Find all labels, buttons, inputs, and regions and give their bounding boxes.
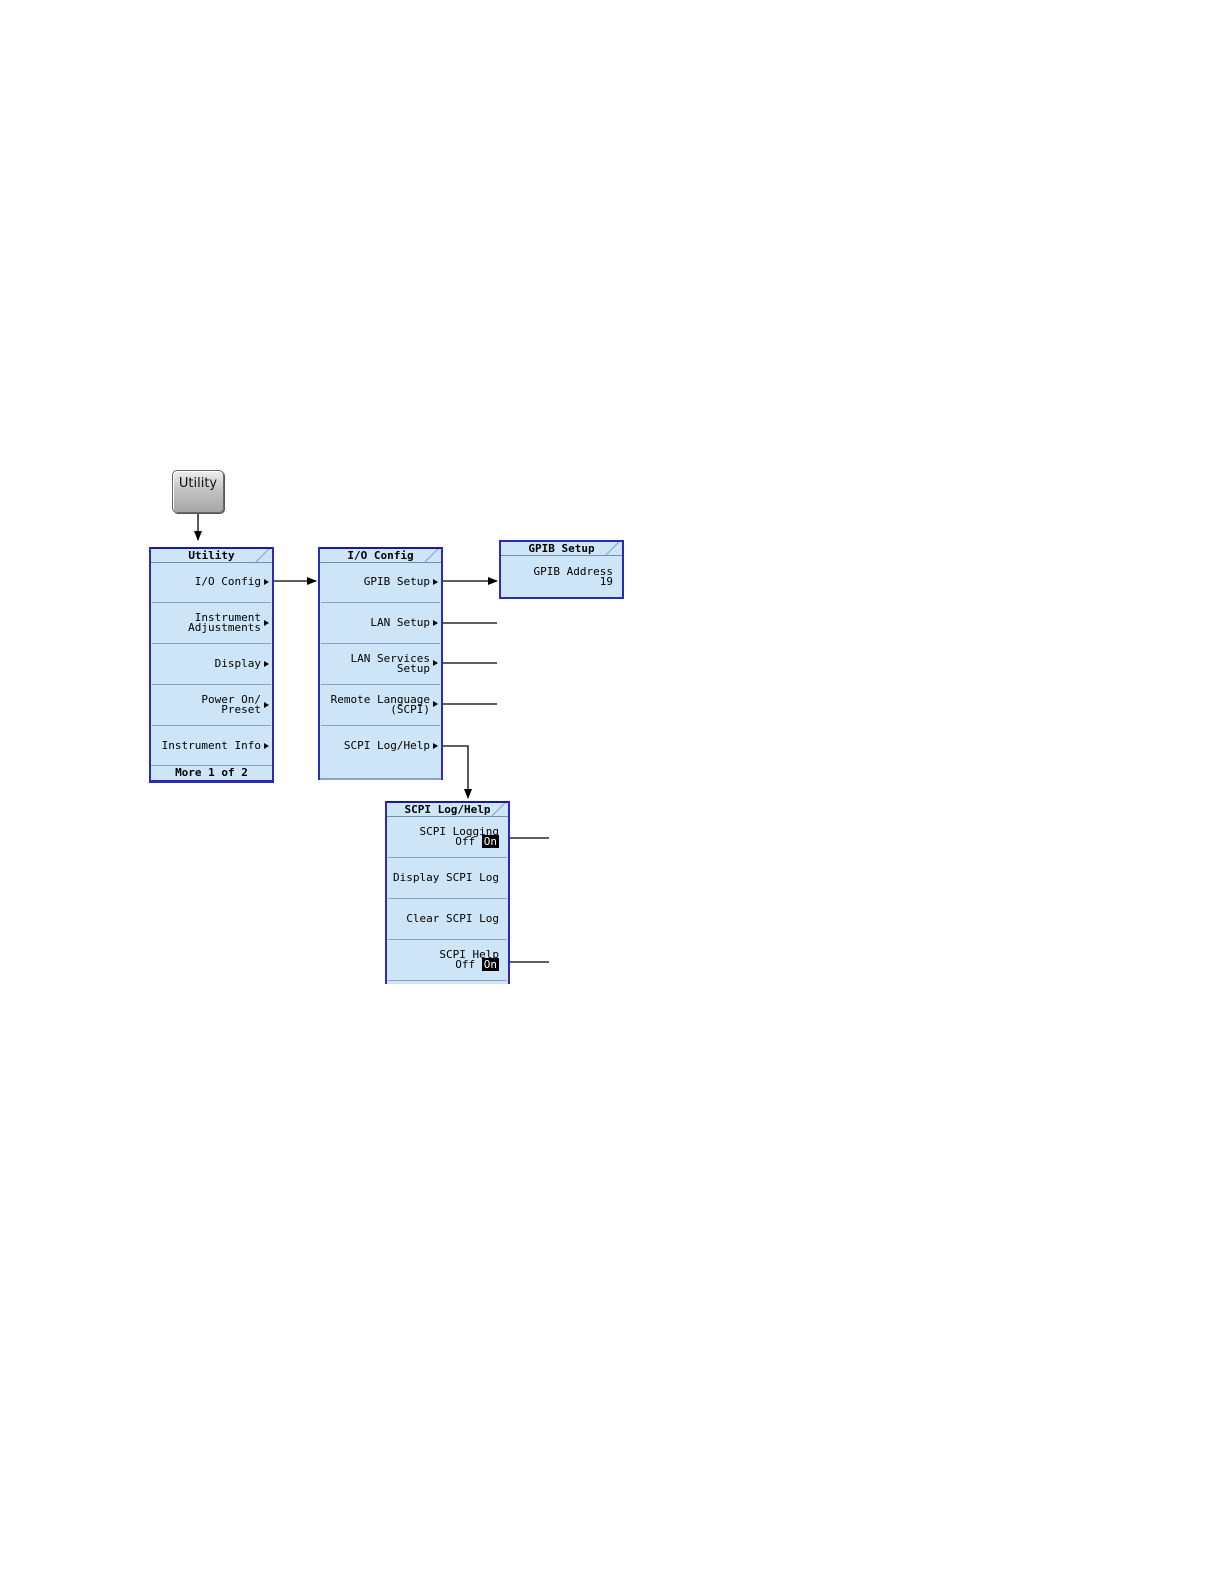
submenu-arrow-icon — [433, 620, 438, 626]
gpib-setup-menu-title: GPIB Setup — [501, 542, 622, 556]
softkey-lan-setup[interactable]: LAN Setup — [321, 603, 440, 644]
scpi-help-toggle: Off On — [455, 958, 499, 971]
softkey-clear-scpi-log[interactable]: Clear SCPI Log — [388, 899, 507, 940]
submenu-arrow-icon — [433, 743, 438, 749]
submenu-arrow-icon — [264, 702, 269, 708]
softkey-display-scpi-log-label: Display SCPI Log — [393, 871, 499, 884]
softkey-lan-services-setup-label: LAN Services Setup — [350, 652, 430, 675]
softkey-lan-setup-label: LAN Setup — [370, 616, 430, 629]
submenu-arrow-icon — [433, 660, 438, 666]
gpib-setup-menu: GPIB Setup GPIB Address 19 — [499, 540, 624, 599]
softkey-display[interactable]: Display — [152, 644, 271, 685]
scpi-logging-on: On — [481, 835, 499, 848]
softkey-scpi-logging-label: SCPI Logging — [419, 825, 499, 838]
submenu-arrow-icon — [264, 620, 269, 626]
scpi-log-help-menu-title: SCPI Log/Help — [387, 801, 508, 817]
utility-hardkey-label: Utility — [178, 476, 218, 491]
io-config-menu-title: I/O Config — [320, 547, 441, 563]
softkey-gpib-address[interactable]: GPIB Address 19 — [502, 556, 621, 597]
submenu-arrow-icon — [264, 579, 269, 585]
scpi-log-help-menu: SCPI Log/Help SCPI Logging Off On Displa… — [385, 801, 510, 984]
softkey-clear-scpi-log-label: Clear SCPI Log — [406, 912, 499, 925]
gpib-address-value: 19 — [599, 575, 613, 588]
io-config-menu-bottom — [320, 768, 441, 780]
softkey-power-on-preset-label: Power On/ Preset — [201, 693, 261, 716]
softkey-io-config[interactable]: I/O Config — [152, 563, 271, 603]
submenu-arrow-icon — [264, 743, 269, 749]
utility-menu: Utility I/O Config Instrument Adjustment… — [149, 547, 274, 783]
softkey-scpi-log-help-label: SCPI Log/Help — [343, 739, 430, 752]
softkey-power-on-preset[interactable]: Power On/ Preset — [152, 685, 271, 726]
softkey-gpib-address-label: GPIB Address — [533, 565, 613, 578]
softkey-instrument-adjustments[interactable]: Instrument Adjustments — [152, 603, 271, 644]
utility-menu-footer[interactable]: More 1 of 2 — [151, 765, 272, 783]
softkey-display-scpi-log[interactable]: Display SCPI Log — [388, 858, 507, 899]
utility-hardkey[interactable]: Utility — [172, 470, 224, 513]
softkey-scpi-help[interactable]: SCPI Help Off On — [388, 940, 507, 981]
softkey-scpi-log-help[interactable]: SCPI Log/Help — [321, 726, 440, 767]
io-config-menu: I/O Config GPIB Setup LAN Setup LAN Serv… — [318, 547, 443, 780]
scpi-logging-off: Off — [455, 835, 476, 848]
softkey-scpi-logging[interactable]: SCPI Logging Off On — [388, 817, 507, 858]
softkey-instrument-adjustments-label: Instrument Adjustments — [188, 611, 261, 634]
utility-menu-title: Utility — [151, 547, 272, 563]
softkey-gpib-setup-label: GPIB Setup — [363, 575, 430, 588]
scpi-help-off: Off — [455, 958, 476, 971]
scpi-logging-toggle: Off On — [455, 835, 499, 848]
softkey-display-label: Display — [214, 657, 261, 670]
softkey-remote-language[interactable]: Remote Language (SCPI) — [321, 685, 440, 726]
softkey-io-config-label: I/O Config — [194, 575, 261, 588]
softkey-instrument-info[interactable]: Instrument Info — [152, 726, 271, 767]
submenu-arrow-icon — [264, 661, 269, 667]
submenu-arrow-icon — [433, 701, 438, 707]
softkey-lan-services-setup[interactable]: LAN Services Setup — [321, 644, 440, 685]
softkey-gpib-setup[interactable]: GPIB Setup — [321, 563, 440, 603]
submenu-arrow-icon — [433, 579, 438, 585]
softkey-instrument-info-label: Instrument Info — [161, 739, 261, 752]
softkey-scpi-help-label: SCPI Help — [439, 948, 499, 961]
scpi-help-on: On — [481, 958, 499, 971]
arrow-scpi-log-help — [441, 745, 472, 799]
softkey-remote-language-label: Remote Language (SCPI) — [330, 693, 430, 716]
